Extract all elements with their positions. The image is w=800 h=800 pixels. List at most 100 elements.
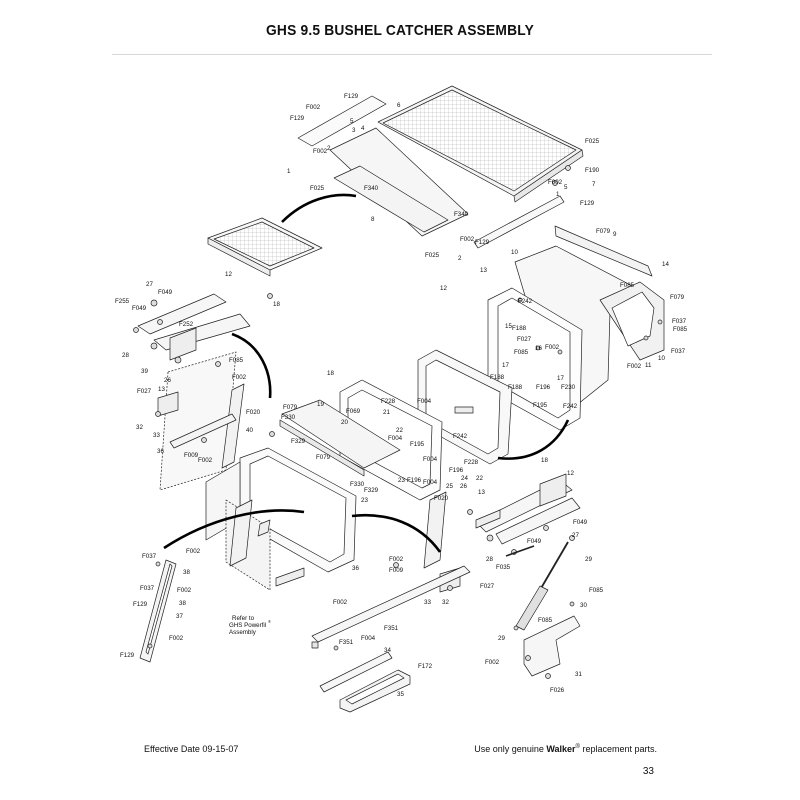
- mount-bracket-part: [523, 615, 581, 677]
- genuine-prefix: Use only genuine: [474, 744, 547, 754]
- part-callout-label: 12: [567, 470, 574, 477]
- small-screen-part: [207, 217, 323, 277]
- part-callout-label: 35: [397, 691, 404, 698]
- part-callout-label: 13: [478, 489, 485, 496]
- bottom-rail-part: [311, 565, 471, 649]
- part-callout-label: F188: [490, 374, 505, 381]
- part-callout-label: 5: [564, 184, 568, 191]
- effective-date: Effective Date 09-15-07: [144, 744, 239, 754]
- part-callout-label: 16: [535, 345, 542, 352]
- part-callout-label: 4: [361, 125, 365, 132]
- part-callout-label: 6: [397, 102, 401, 109]
- part-callout-label: F079: [316, 454, 331, 461]
- part-callout-label: F085: [229, 357, 244, 364]
- left-strut-part: [157, 383, 245, 469]
- top-rail-parts: [297, 95, 565, 249]
- part-callout-label: F004: [423, 456, 438, 463]
- part-callout-label: F049: [527, 538, 542, 545]
- part-callout-label: F129: [120, 652, 135, 659]
- part-callout-label: 8: [371, 216, 375, 223]
- part-callout-label: 38: [183, 569, 190, 576]
- part-callout-label: 30: [580, 602, 587, 609]
- gas-spring-part: [515, 541, 569, 631]
- part-callout-label: F027: [480, 583, 495, 590]
- part-callout-label: 40: [246, 427, 253, 434]
- part-callout-label: F340: [364, 185, 379, 192]
- part-callout-label: 17: [502, 362, 509, 369]
- part-callout-label: 34: [384, 647, 391, 654]
- part-callout-label: F002: [186, 548, 201, 555]
- part-callout-label: F228: [464, 459, 479, 466]
- part-callout-label: 38: [179, 600, 186, 607]
- right-arm-part: [475, 473, 581, 545]
- part-callout-label: F002: [389, 556, 404, 563]
- note-reg-mark: ®: [268, 619, 271, 624]
- part-callout-label: 37: [176, 613, 183, 620]
- genuine-suffix: replacement parts.: [579, 744, 657, 754]
- note-line-1: Refer to: [232, 615, 255, 622]
- part-callout-label: 17: [557, 375, 564, 382]
- part-callout-label: 10: [658, 355, 665, 362]
- part-callout-label: F027: [137, 388, 152, 395]
- part-callout-label: F196: [407, 477, 422, 484]
- part-callout-label: F037: [142, 553, 157, 560]
- part-callout-label: 2: [458, 255, 462, 262]
- part-callout-label: F035: [496, 564, 511, 571]
- part-callout-label: 7: [592, 181, 596, 188]
- part-callout-label: F004: [361, 635, 376, 642]
- part-callout-label: F252: [179, 321, 194, 328]
- part-callout-label: 32: [136, 424, 143, 431]
- part-callout-label: F002: [333, 599, 348, 606]
- part-callout-label: 25: [446, 483, 453, 490]
- part-callout-label: F330: [281, 414, 296, 421]
- part-callout-label: F085: [673, 326, 688, 333]
- part-callout-label: F004: [417, 398, 432, 405]
- brand-name: Walker: [546, 744, 576, 754]
- part-callout-label: F079: [670, 294, 685, 301]
- part-callout-label: F025: [310, 185, 325, 192]
- part-callout-label: 26: [460, 483, 467, 490]
- part-callout-label: F196: [536, 384, 551, 391]
- part-callout-label: 39: [141, 368, 148, 375]
- part-callout-label: 32: [442, 599, 449, 606]
- mid-frame-part: [339, 379, 443, 501]
- part-callout-label: F025: [425, 252, 440, 259]
- title-divider: [112, 54, 712, 55]
- part-callout-label: 29: [498, 635, 505, 642]
- part-callout-label: 29: [585, 556, 592, 563]
- part-callout-label: F085: [514, 349, 529, 356]
- part-callout-label: F002: [460, 236, 475, 243]
- part-callout-label: 18: [273, 301, 280, 308]
- part-callout-label: 23: [361, 497, 368, 504]
- part-callout-label: 2: [327, 145, 331, 152]
- part-callout-label: F009: [389, 567, 404, 574]
- part-callout-label: F129: [580, 200, 595, 207]
- small-bracket-parts: [257, 509, 501, 587]
- part-callout-label: 3: [352, 127, 356, 134]
- part-callout-label: 33: [153, 432, 160, 439]
- part-callout-label: F002: [306, 104, 321, 111]
- part-callout-label: F002: [313, 148, 328, 155]
- part-callout-label: F002: [177, 587, 192, 594]
- part-callout-label: F004: [423, 479, 438, 486]
- part-callout-label: 22: [476, 475, 483, 482]
- part-callout-label: F025: [585, 138, 600, 145]
- part-callout-label: F049: [132, 305, 147, 312]
- part-callout-label: F079: [596, 228, 611, 235]
- left-side-plate-part: [159, 351, 237, 491]
- part-callout-label: F002: [545, 344, 560, 351]
- part-callout-label: F085: [589, 587, 604, 594]
- part-callout-label: 9: [613, 231, 617, 238]
- part-callout-label: F330: [350, 481, 365, 488]
- part-callout-label: F172: [418, 663, 433, 670]
- part-callout-label: F351: [339, 639, 354, 646]
- part-callout-label: 14: [662, 261, 669, 268]
- part-callout-label: 22: [396, 427, 403, 434]
- page-title: GHS 9.5 BUSHEL CATCHER ASSEMBLY: [266, 22, 534, 39]
- part-callout-label: F085: [620, 282, 635, 289]
- part-callout-label: 12: [440, 285, 447, 292]
- part-callout-label: F002: [627, 363, 642, 370]
- part-callout-label: F329: [364, 487, 379, 494]
- reference-curves: [163, 193, 570, 553]
